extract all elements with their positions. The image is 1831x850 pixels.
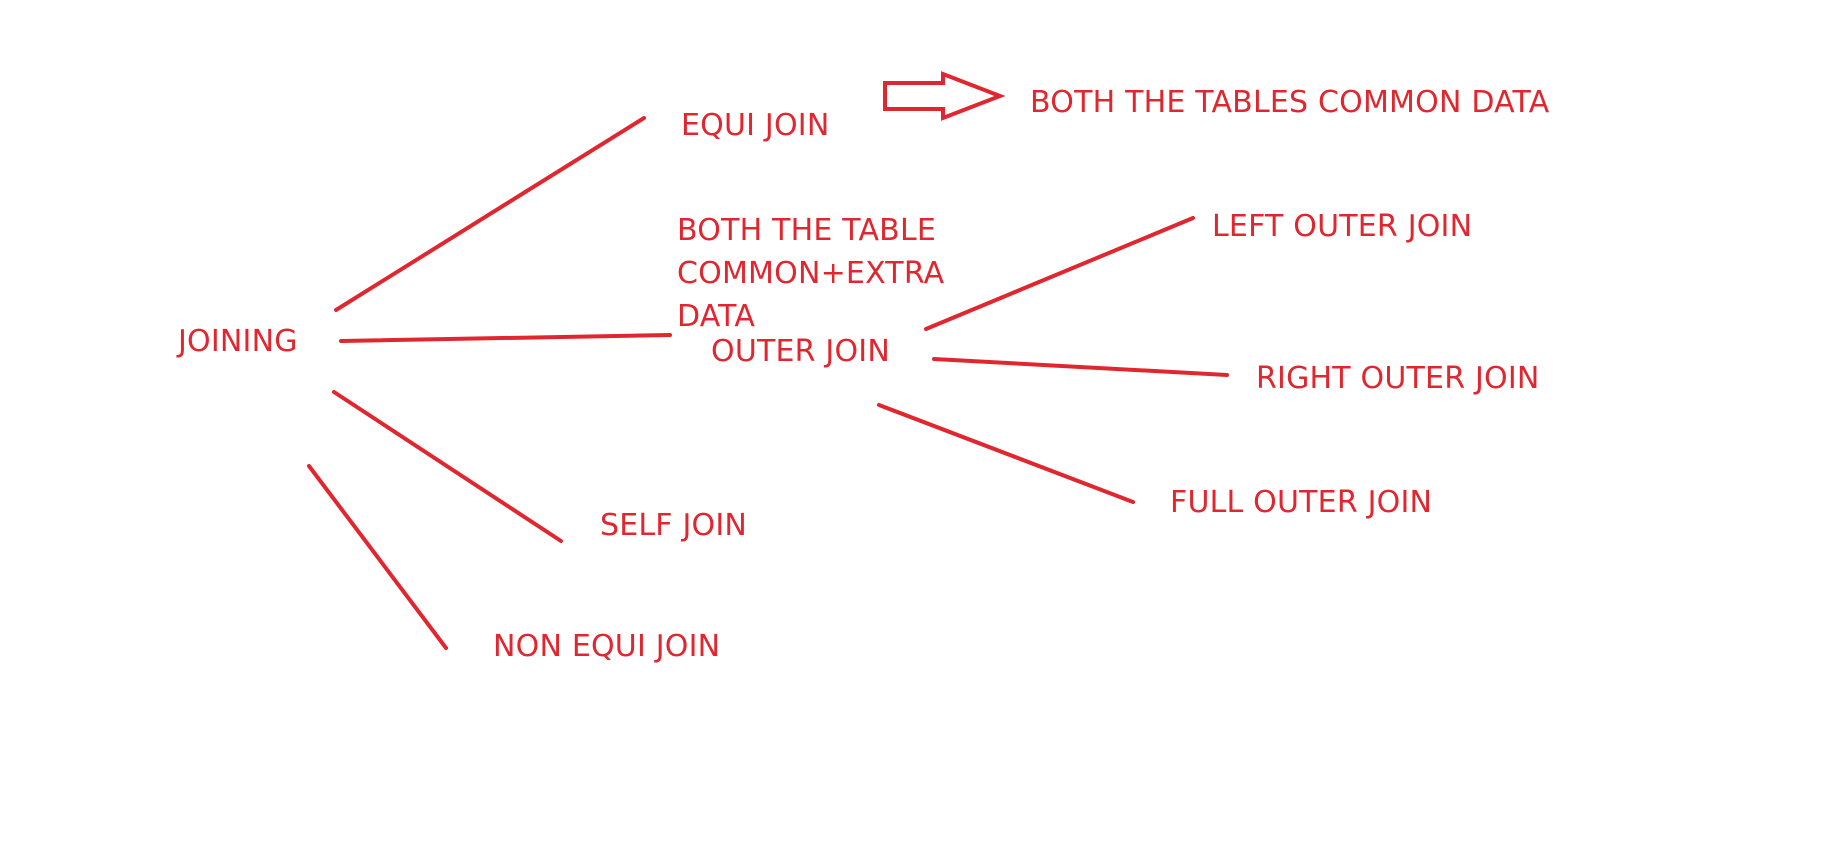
- note-line-3: DATA: [677, 299, 756, 334]
- node-left-outer-join: LEFT OUTER JOIN: [1212, 209, 1473, 244]
- note-equi-join-common-data: BOTH THE TABLES COMMON DATA: [1030, 85, 1550, 120]
- edge-outer-full-outer-join: [877, 403, 1135, 504]
- edge-outer-left-outer-join: [924, 216, 1195, 331]
- edge-joining-equi-join: [334, 116, 646, 312]
- node-full-outer-join: FULL OUTER JOIN: [1170, 485, 1433, 520]
- edge-joining-non-equi-join: [307, 464, 448, 650]
- note-line-2: COMMON+EXTRA: [677, 256, 945, 291]
- note-outer-join-common-extra: BOTH THE TABLE COMMON+EXTRA DATA: [677, 209, 944, 338]
- edge-outer-right-outer-join: [932, 357, 1229, 377]
- node-outer-join: OUTER JOIN: [711, 334, 890, 369]
- node-self-join: SELF JOIN: [600, 508, 748, 543]
- node-joining: JOINING: [178, 324, 298, 359]
- edge-joining-self-join: [332, 390, 563, 543]
- right-arrow-icon: [883, 71, 1006, 121]
- node-non-equi-join: NON EQUI JOIN: [493, 629, 721, 664]
- edge-joining-outer-join: [339, 333, 672, 343]
- note-line-1: BOTH THE TABLE: [677, 213, 937, 248]
- node-equi-join: EQUI JOIN: [681, 108, 830, 143]
- node-right-outer-join: RIGHT OUTER JOIN: [1256, 361, 1540, 396]
